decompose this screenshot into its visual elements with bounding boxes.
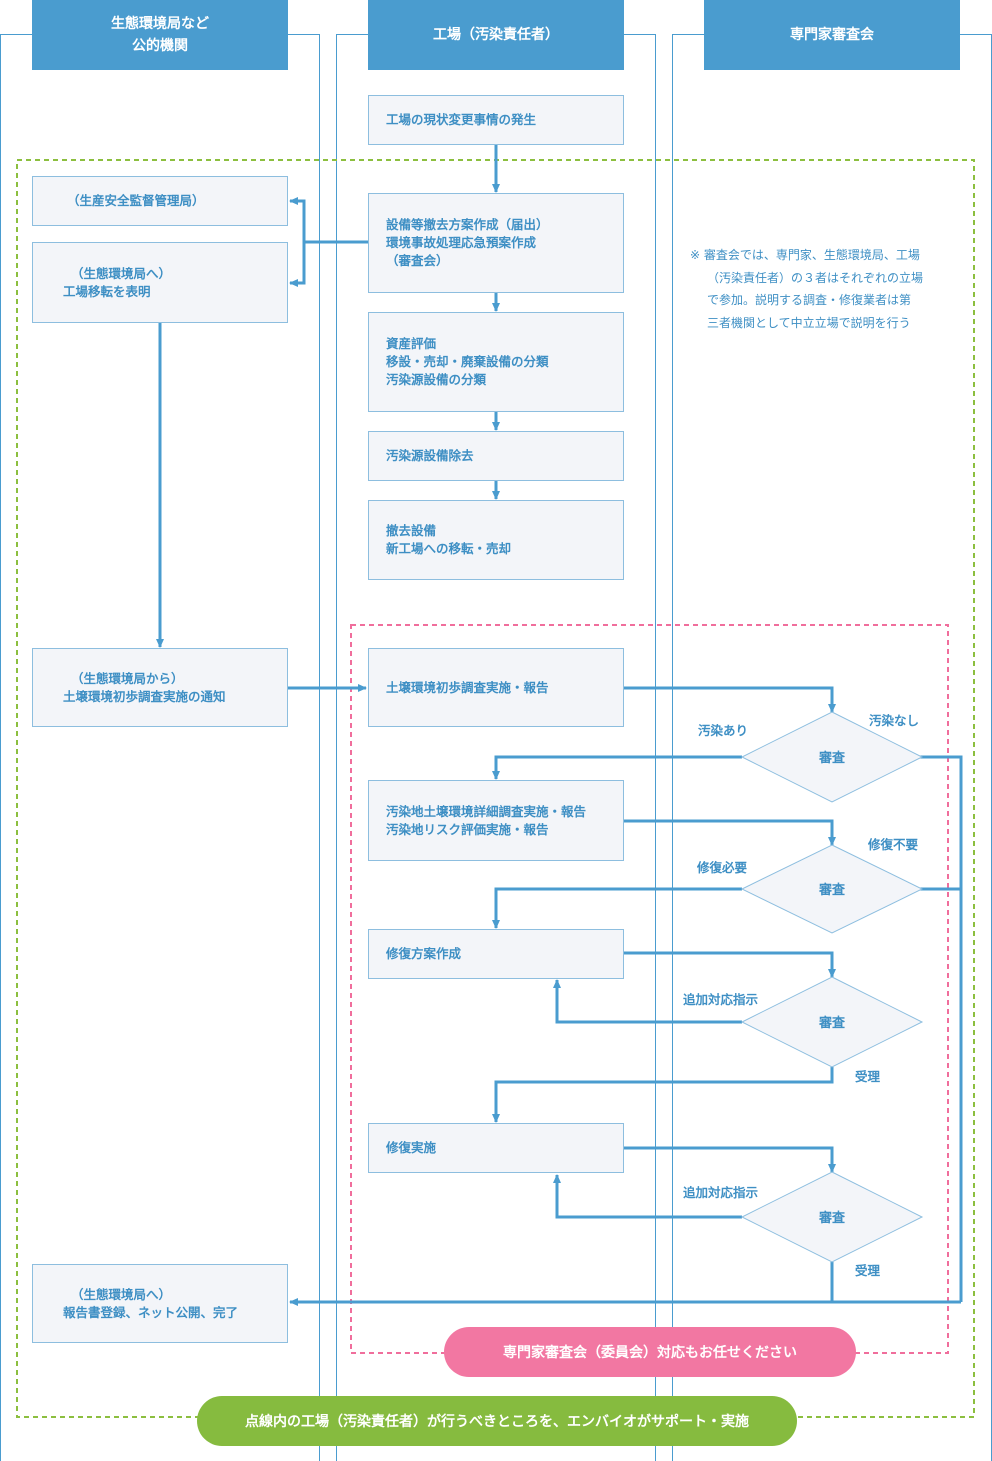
review-diamond-3: 審査: [740, 976, 924, 1068]
lane-header-public-agencies: 生態環境局など 公的機関: [32, 0, 288, 70]
node-text: 新工場への移転・売却: [386, 541, 512, 556]
node-text: （生態環境局へ）: [71, 1286, 172, 1302]
label-not-contaminated: 汚染なし: [869, 713, 920, 728]
review-label: 審査: [818, 750, 846, 766]
label-accepted-2: 受理: [855, 1263, 881, 1278]
node-removed-equipment: 撤去設備 新工場への移転・売却: [368, 500, 624, 580]
lane-header-factory: 工場（汚染責任者）: [368, 0, 624, 70]
node-text: 汚染源設備除去: [386, 448, 474, 463]
node-final-report: （生態環境局へ） 報告書登録、ネット公開、完了: [32, 1264, 288, 1343]
node-removal-plan: 設備等撤去方案作成（届出） 環境事故処理応急預案作成 （審査会）: [368, 193, 624, 293]
node-text: 移設・売却・廃棄設備の分類: [386, 354, 549, 369]
arrow-review3-to-remediation: [492, 1067, 834, 1123]
note-line: で参加。説明する調査・修復業者は第: [707, 293, 912, 307]
node-status-change: 工場の現状変更事情の発生: [368, 95, 624, 145]
label-additional-action-1: 追加対応指示: [683, 992, 759, 1007]
review-label: 審査: [818, 1015, 846, 1031]
lane-title: 工場（汚染責任者）: [433, 27, 559, 43]
arrow-review1-to-detailed: [492, 755, 742, 780]
arrow-plan-to-review3: [624, 951, 836, 978]
node-text: 汚染地土壌環境詳細調査実施・報告: [386, 803, 587, 819]
node-text: 土壌環境初歩調査実施の通知: [63, 688, 226, 704]
node-text: （生態環境局へ）: [71, 265, 172, 281]
label-remediation-not-needed: 修復不要: [868, 837, 919, 852]
review-diamond-2: 審査: [740, 844, 924, 934]
node-initial-survey: 土壌環境初歩調査実施・報告: [368, 648, 624, 727]
arrow-survey-to-review1: [624, 686, 836, 713]
note-line: ※ 審査会では、専門家、生態環境局、工場: [690, 248, 920, 262]
review-diamond-1: 審査: [740, 711, 924, 803]
label-additional-action-2: 追加対応指示: [683, 1185, 759, 1200]
node-text: 汚染源設備の分類: [386, 372, 487, 387]
node-text: 汚染地リスク評価実施・報告: [386, 821, 549, 837]
label-remediation-needed: 修復必要: [697, 860, 748, 875]
node-text: （生態環境局から）: [71, 670, 184, 686]
note-line: 三者機関として中立立場で説明を行う: [707, 315, 911, 330]
review-diamond-4: 審査: [740, 1171, 924, 1263]
lane-title-line: 生態環境局など: [111, 16, 209, 32]
node-text: 撤去設備: [386, 523, 437, 538]
expert-support-banner: 専門家審査会（委員会）対応もお任せください: [444, 1327, 856, 1377]
node-text: 修復方案作成: [386, 946, 462, 961]
node-text: 工場の現状変更事情の発生: [386, 112, 537, 127]
arrow-review3-back-to-plan: [553, 979, 742, 1024]
review-label: 審査: [818, 1210, 846, 1226]
arrow-review4-back-to-remediation: [553, 1174, 742, 1219]
node-source-removal: 汚染源設備除去: [368, 431, 624, 481]
note-line: （汚染責任者）の３者はそれぞれの立場: [707, 270, 924, 285]
node-text: （生産安全監督管理局）: [67, 193, 205, 208]
expert-panel-note: ※ 審査会では、専門家、生態環境局、工場 （汚染責任者）の３者はそれぞれの立場 …: [690, 244, 960, 334]
arrow-review2-to-plan: [492, 887, 742, 929]
label-contaminated: 汚染あり: [698, 723, 749, 738]
node-relocation-announcement: （生態環境局へ） 工場移転を表明: [32, 242, 288, 323]
node-text: （審査会）: [386, 253, 449, 268]
arrow-remediation-to-review4: [624, 1146, 836, 1173]
node-text: 工場移転を表明: [63, 283, 151, 299]
arrow-to-safety-bureau: [289, 197, 306, 242]
node-text: 資産評価: [386, 336, 437, 351]
lane-title: 専門家審査会: [790, 27, 874, 43]
review-label: 審査: [818, 882, 846, 898]
node-remediation: 修復実施: [368, 1123, 624, 1173]
lane-header-expert-panel: 専門家審査会: [704, 0, 960, 70]
label-accepted-1: 受理: [855, 1069, 881, 1084]
node-detailed-survey: 汚染地土壌環境詳細調査実施・報告 汚染地リスク評価実施・報告: [368, 780, 624, 861]
node-text: 土壌環境初歩調査実施・報告: [386, 679, 549, 695]
envibio-support-banner: 点線内の工場（汚染責任者）が行うべきところを、エンバイオがサポート・実施: [197, 1396, 797, 1446]
line-review1-no-contamination: [920, 755, 963, 1302]
node-text: 修復実施: [386, 1140, 437, 1155]
node-text: 報告書登録、ネット公開、完了: [63, 1304, 239, 1320]
node-asset-evaluation: 資産評価 移設・売却・廃棄設備の分類 汚染源設備の分類: [368, 312, 624, 412]
arrow-detailed-to-review2: [624, 819, 836, 846]
node-text: 環境事故処理応急預案作成: [386, 235, 537, 250]
node-text: 設備等撤去方案作成（届出）: [386, 217, 549, 232]
lane-title-line: 公的機関: [132, 38, 188, 54]
node-survey-notice: （生態環境局から） 土壌環境初歩調査実施の通知: [32, 648, 288, 727]
node-safety-bureau: （生産安全監督管理局）: [32, 176, 288, 226]
node-remediation-plan: 修復方案作成: [368, 929, 624, 979]
arrow-to-relocation: [289, 242, 306, 287]
